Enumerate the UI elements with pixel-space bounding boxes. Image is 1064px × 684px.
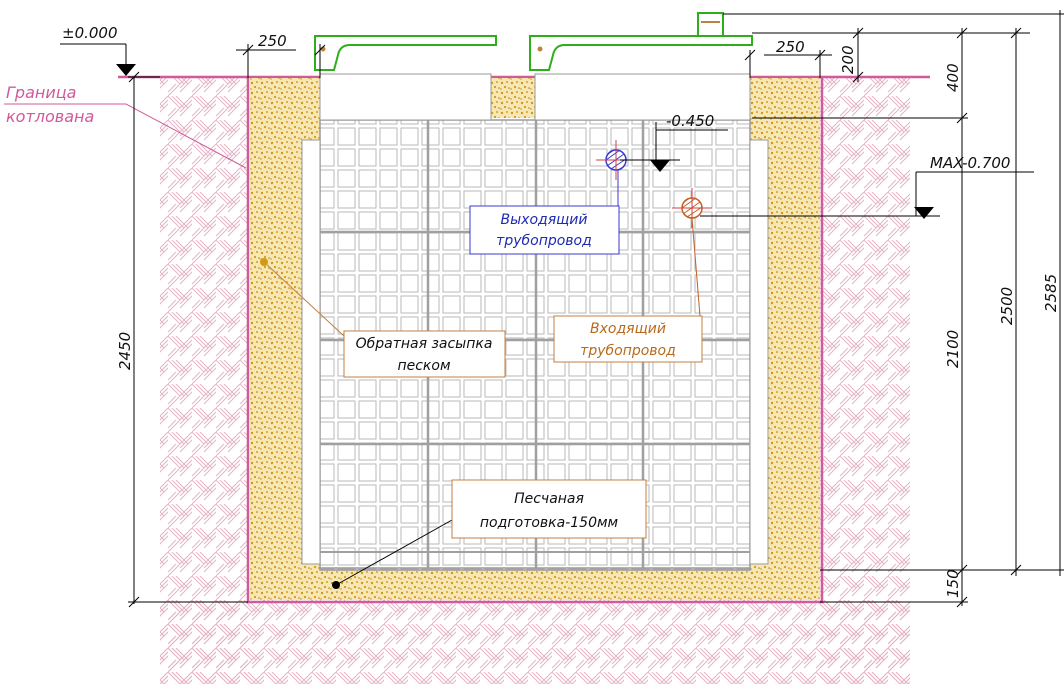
dim-left-gap: 250	[258, 32, 287, 50]
dim-right-gap: 250	[776, 38, 805, 56]
lid-left	[314, 35, 497, 71]
level-outlet-label: -0.450	[666, 112, 714, 130]
inlet-pipe-icon	[672, 188, 712, 228]
dim-lid-height: 200	[839, 45, 857, 74]
backfill-callout-line1: Обратная засыпка	[356, 336, 493, 352]
lid-right-bolt-icon	[537, 46, 543, 52]
pit-boundary	[246, 78, 824, 604]
bedding-callout-line1: Песчаная	[514, 491, 584, 507]
level-max-label: MAX-0.700	[930, 154, 1010, 172]
dimension-lines	[128, 10, 1064, 608]
level-marker-outlet	[620, 122, 728, 172]
inlet-callout-line1: Входящий	[590, 321, 666, 337]
sand-backfill-middle	[491, 78, 535, 118]
pit-boundary-label-line1: Граница	[6, 83, 76, 102]
tank-neck-left	[319, 73, 492, 121]
inlet-pipe-callout: Входящий трубопровод	[553, 315, 703, 363]
bedding-callout-line2: подготовка-150мм	[480, 515, 619, 531]
outlet-pipe-callout: Выходящий трубопровод	[469, 205, 620, 255]
inlet-callout-line2: трубопровод	[580, 343, 676, 359]
lid-right	[529, 35, 753, 71]
zero-level-marker	[60, 43, 136, 76]
dim-overall-height: 2585	[1042, 274, 1060, 312]
soil-left	[160, 78, 910, 684]
backfill-callout: Обратная засыпка песком	[343, 330, 506, 378]
outlet-callout-line2: трубопровод	[496, 233, 592, 249]
dim-bedding-height: 150	[944, 569, 962, 598]
backfill-callout-line2: песком	[397, 358, 450, 374]
sand-bedding	[250, 570, 820, 600]
pit-boundary-label-line2: котлована	[6, 107, 94, 126]
dim-total-height: 2500	[998, 287, 1016, 325]
bedding-callout: Песчаная подготовка-150мм	[451, 479, 647, 539]
zero-level-label: ±0.000	[62, 24, 118, 42]
vent-cap-icon	[697, 12, 724, 37]
callout-leaders	[260, 170, 701, 589]
level-marker-max	[700, 171, 1034, 219]
dim-tank-height: 2100	[944, 330, 962, 368]
outlet-callout-line1: Выходящий	[501, 212, 588, 228]
tank-neck-right	[534, 73, 751, 121]
dim-pit-depth: 2450	[116, 332, 134, 370]
soil-right	[820, 78, 910, 684]
dim-neck-height: 400	[944, 63, 962, 92]
